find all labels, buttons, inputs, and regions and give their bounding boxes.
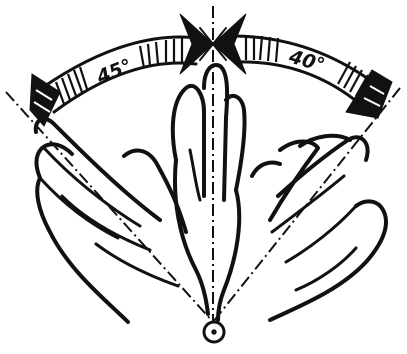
left-arrowhead	[30, 74, 60, 126]
pivot-center-dot	[212, 330, 216, 334]
right-hand-outline	[252, 136, 386, 320]
left-angle-label: 45°	[93, 55, 136, 89]
right-arrowhead	[346, 70, 392, 118]
center-hand-outline	[173, 65, 245, 320]
right-angle-label: 40°	[286, 45, 328, 76]
